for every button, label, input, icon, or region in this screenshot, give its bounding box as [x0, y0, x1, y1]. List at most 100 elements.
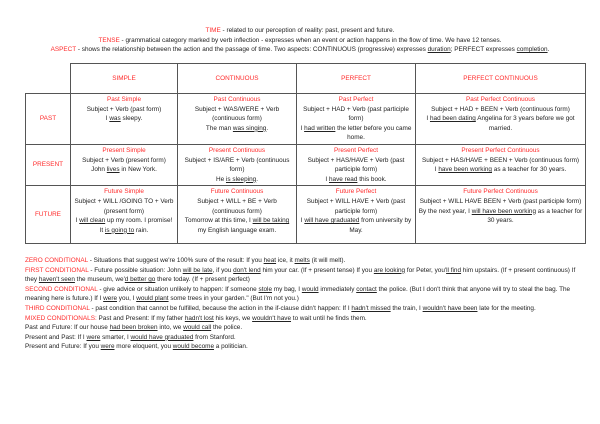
underlined-phrase: was — [109, 115, 121, 123]
underlined-phrase: would have graduated — [130, 333, 194, 341]
tense-example: I will clean up my room. I promise! — [73, 216, 175, 226]
underlined-phrase: melts — [294, 257, 310, 264]
term-time: TIME — [205, 27, 221, 34]
text-segment: Present and Past: If I — [25, 333, 87, 341]
text-segment: the letter before you came home. — [335, 124, 412, 142]
tense-formula: Subject + WAS/WERE + Verb (continuous fo… — [194, 105, 280, 123]
text-segment: It — [99, 226, 105, 234]
underlined-phrase: would — [301, 285, 319, 293]
text-segment: - Situations that suggest we're 100% sur… — [87, 257, 264, 264]
conditional-paragraph: Present and Past: If I were smarter, I w… — [25, 333, 585, 343]
tense-formula: Subject + HAS/HAVE + Verb (past particip… — [307, 156, 405, 174]
underlined-phrase: heat — [263, 257, 277, 264]
text-segment: as a teacher for 30 years. — [487, 207, 583, 225]
conditional-term: SECOND CONDITIONAL — [25, 285, 98, 293]
tense-title: Future Simple — [104, 188, 144, 196]
text-segment: ; PERFECT expresses — [450, 46, 517, 54]
text-segment: up my room. I promise! — [105, 217, 173, 225]
definition-aspect: ASPECT - shows the relationship between … — [0, 45, 600, 55]
column-header: PERFECT CONTINUOUS — [415, 63, 586, 94]
text-segment: . — [547, 46, 550, 54]
underlined-phrase: would plant — [136, 295, 169, 303]
underlined-phrase: wouldn't have been — [422, 304, 478, 312]
underlined-phrase: have been working — [438, 166, 492, 174]
underlined-phrase: wouldn't have — [252, 314, 292, 322]
tense-formula: Subject + WILL HAVE BEEN + Verb (past pa… — [419, 197, 582, 205]
text-segment: Tomorrow at this time, I — [184, 217, 253, 225]
conditional-term: ZERO CONDITIONAL — [25, 257, 88, 264]
text-segment: in New York. — [119, 166, 157, 174]
underlined-phrase: is going to — [104, 226, 135, 234]
underlined-phrase: will clean — [79, 217, 106, 225]
text-segment: (it will melt). — [309, 257, 346, 264]
underlined-phrase: are looking — [373, 266, 406, 274]
text-segment: I — [426, 115, 430, 123]
conditional-paragraph: FIRST CONDITIONAL - Future possible situ… — [25, 266, 585, 285]
tense-example: It is going to rain. — [73, 226, 175, 236]
text-segment: a politician. — [214, 343, 248, 351]
term-tense: TENSE — [98, 36, 120, 44]
conditional-paragraph: ZERO CONDITIONAL - Situations that sugge… — [25, 256, 585, 266]
rich-text: - shows the relationship between the act… — [76, 46, 550, 54]
underlined-phrase: were — [100, 343, 115, 351]
conditional-paragraph: Present and Future: If you were more elo… — [25, 342, 585, 352]
tense-formula: Subject + WILL + BE + Verb (continuous f… — [197, 197, 277, 215]
text-segment: you, I — [117, 295, 137, 303]
text-segment: Present and Future: If you — [25, 343, 101, 351]
tense-title: Past Perfect Continuous — [466, 96, 535, 103]
underlined-phrase: have read — [328, 175, 358, 183]
tense-formula: Subject + HAD + Verb (past participle fo… — [303, 105, 409, 123]
text-segment: for Peter, you' — [405, 266, 447, 274]
tense-formula: Subject + IS/ARE + Verb (continuous form… — [184, 156, 290, 174]
text-segment: into, we — [157, 324, 184, 332]
rich-text: - Situations that suggest we're 100% sur… — [87, 257, 346, 264]
text-segment: ice, it — [276, 257, 295, 264]
text-segment: there today. (If + present perfect) — [155, 276, 250, 284]
rich-text: Present and Future: If you were more elo… — [25, 343, 248, 350]
term-aspect: ASPECT — [50, 46, 77, 54]
underlined-phrase: will be late — [182, 266, 213, 274]
tense-example: Tomorrow at this time, I will be taking … — [180, 216, 294, 235]
rich-text: - give advice or situation unlikely to h… — [25, 286, 570, 303]
column-header: SIMPLE — [70, 63, 178, 94]
tense-title: Present Simple — [102, 146, 146, 154]
text-segment: more eloquent, you — [114, 343, 173, 351]
rich-text: - grammatical category marked by verb in… — [120, 37, 502, 44]
text-segment: the train, I — [390, 304, 423, 312]
text-segment: I — [75, 217, 80, 225]
column-header: CONTINUOUS — [177, 63, 297, 94]
underlined-phrase: completion — [516, 46, 548, 54]
underlined-phrase: stole — [258, 285, 273, 293]
text-segment: - give advice or situation unlikely to h… — [97, 285, 259, 293]
text-segment: The man — [205, 124, 233, 132]
text-segment: from university by May. — [349, 217, 412, 234]
underlined-phrase: would become — [172, 343, 215, 351]
underlined-phrase: would call — [183, 324, 212, 332]
tense-title: Past Simple — [106, 96, 142, 103]
conditional-term: MIXED CONDITIONALS: — [25, 314, 97, 322]
text-segment: , if you — [212, 266, 234, 274]
conditional-paragraph: THIRD CONDITIONAL - past condition that … — [25, 304, 585, 314]
tense-example: He is sleeping. — [180, 175, 294, 185]
text-segment: sleepy. — [120, 115, 143, 123]
tense-example: I had been dating Angelina for 3 years b… — [418, 114, 583, 133]
text-segment: By the next year, I — [418, 207, 472, 215]
tense-formula: Subject + WILL HAVE + Verb (past partici… — [306, 197, 406, 215]
definition-time: TIME - related to our perception of real… — [0, 26, 600, 36]
tense-formula: Subject + Verb (past form) — [86, 105, 162, 113]
text-segment: - Future possible situation: John — [88, 266, 183, 274]
tense-title: Future Perfect — [335, 188, 377, 196]
underlined-phrase: had been broken — [109, 324, 158, 332]
conditional-paragraph: Past and Future: If our house had been b… — [25, 323, 585, 333]
text-segment: his keys, we — [213, 314, 253, 322]
